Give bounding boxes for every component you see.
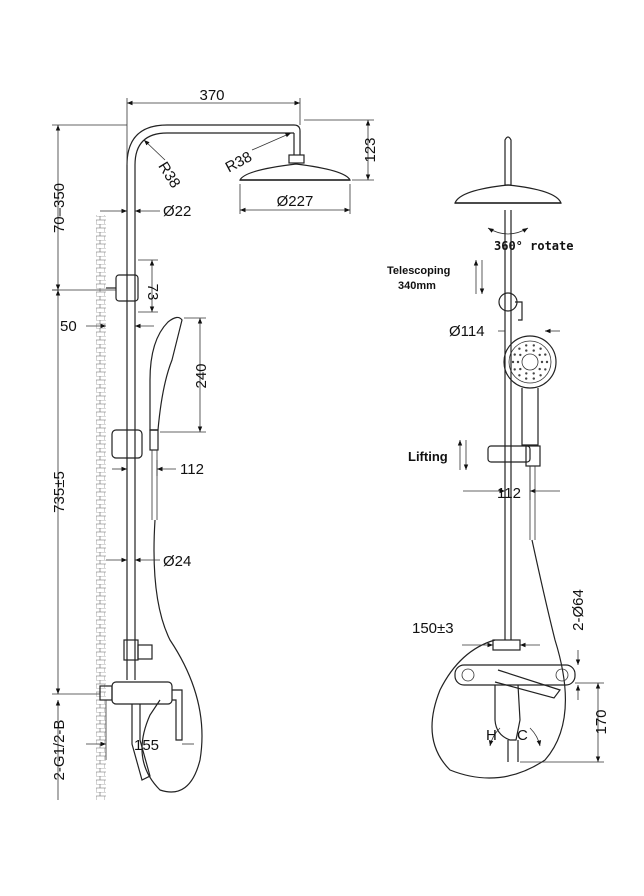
nozzle-dot	[539, 347, 542, 350]
lifting-arrows-icon	[457, 440, 469, 470]
top-pipe-front	[504, 136, 512, 186]
nozzle-dot	[525, 377, 528, 380]
dim-123-label: 123	[362, 137, 379, 162]
nozzle-dot	[532, 349, 535, 352]
nozzle-dot	[525, 344, 528, 347]
nozzle-dot	[518, 374, 521, 377]
dim-240-label: 240	[193, 363, 210, 388]
nozzle-dot	[513, 353, 516, 356]
dim-112-right-label: 112	[497, 485, 521, 502]
slide-holder-front	[487, 445, 531, 463]
shower-head-side	[239, 163, 351, 181]
dim-24-label: Ø24	[163, 553, 191, 570]
nozzle-dot	[525, 349, 528, 352]
slide-holder	[111, 429, 143, 459]
dim-150-label: 150±3	[412, 620, 454, 637]
hand-shower-front	[503, 335, 557, 446]
hose-upper	[151, 450, 158, 520]
dim-2-64-label: 2-Ø64	[570, 589, 587, 631]
hose-front	[431, 539, 567, 779]
nozzle-dot	[519, 367, 522, 371]
dim-735-label: 735±5	[51, 471, 68, 513]
hand-shower-side	[149, 316, 183, 451]
nozzle-dot	[544, 353, 547, 356]
lifting-label: Lifting	[408, 449, 448, 464]
nozzle-dot	[540, 360, 544, 364]
wall-hatch	[96, 215, 106, 800]
rotate-label: 360° rotate	[494, 239, 573, 253]
dim-112-left-label: 112	[180, 461, 204, 478]
nozzle-dot	[539, 374, 542, 377]
nozzle-dot	[545, 360, 549, 364]
nozzle-dot	[538, 353, 541, 357]
dim-73-label: 73	[144, 284, 161, 301]
radius-right-label: R38	[223, 148, 255, 176]
mixer-valve-front	[454, 664, 576, 762]
dim-155-label: 155	[134, 737, 159, 754]
nozzle-dot	[518, 347, 521, 350]
telescoping-arrows-icon	[473, 260, 485, 294]
nozzle-dot	[538, 367, 541, 371]
telescoping-length-label: 340mm	[398, 280, 436, 292]
nozzle-dot	[525, 372, 528, 375]
dim-22-label: Ø22	[163, 203, 191, 220]
nozzle-dot	[519, 353, 522, 357]
cold-label: C	[517, 727, 528, 744]
shower-column	[126, 124, 305, 680]
dim-170-label: 170	[593, 709, 610, 734]
nozzle-dot	[516, 360, 520, 364]
dim-370-label: 370	[199, 87, 224, 104]
dim-114-label: Ø114	[449, 323, 485, 340]
radius-left-label: R38	[155, 159, 184, 191]
dim-50-label: 50	[60, 318, 77, 335]
right-front-view: 360° rotate Telescoping 340mm Ø114 Lifti…	[387, 136, 610, 779]
nozzle-dot	[511, 360, 515, 364]
hose-loop	[141, 519, 203, 793]
rotate-arrow-icon	[487, 227, 529, 235]
nozzle-dot	[532, 344, 535, 347]
dim-227-label: Ø227	[277, 193, 314, 210]
left-side-view: 370 R38 R38 123 Ø227 70–350 Ø22 73	[51, 87, 379, 800]
nozzle-dot	[532, 377, 535, 380]
telescoping-label: Telescoping	[387, 265, 450, 277]
thread-label: 2-G1/2-B	[51, 720, 68, 781]
nozzle-dot	[532, 372, 535, 375]
hot-label: H	[486, 727, 497, 744]
dim-70-350-label: 70–350	[51, 183, 68, 233]
bracket-front	[498, 292, 518, 312]
mixer-valve-side	[99, 639, 183, 781]
shower-head-front	[454, 184, 562, 204]
nozzle-dot	[544, 368, 547, 371]
nozzle-dot	[513, 368, 516, 371]
